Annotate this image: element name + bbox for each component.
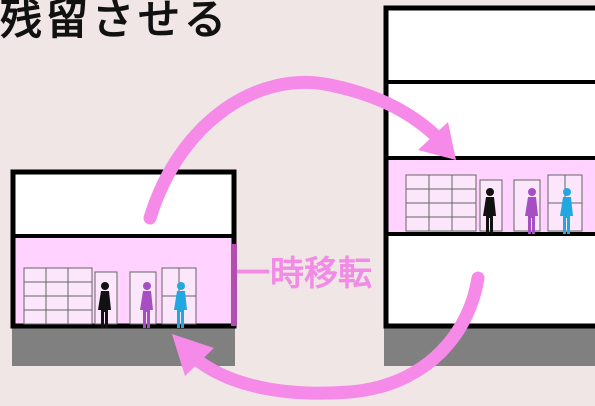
building-tall (383, 5, 595, 366)
ground-right (384, 326, 595, 366)
arrow-lower (172, 271, 485, 400)
building-outline-right (383, 5, 595, 329)
arrow-upper (143, 75, 456, 225)
heading-text: 残留させる (0, 0, 231, 44)
shelving-left (23, 267, 197, 325)
upper-floor-left (13, 172, 234, 236)
building-small (10, 169, 237, 366)
relocation-label: 一時移転 (236, 254, 372, 294)
